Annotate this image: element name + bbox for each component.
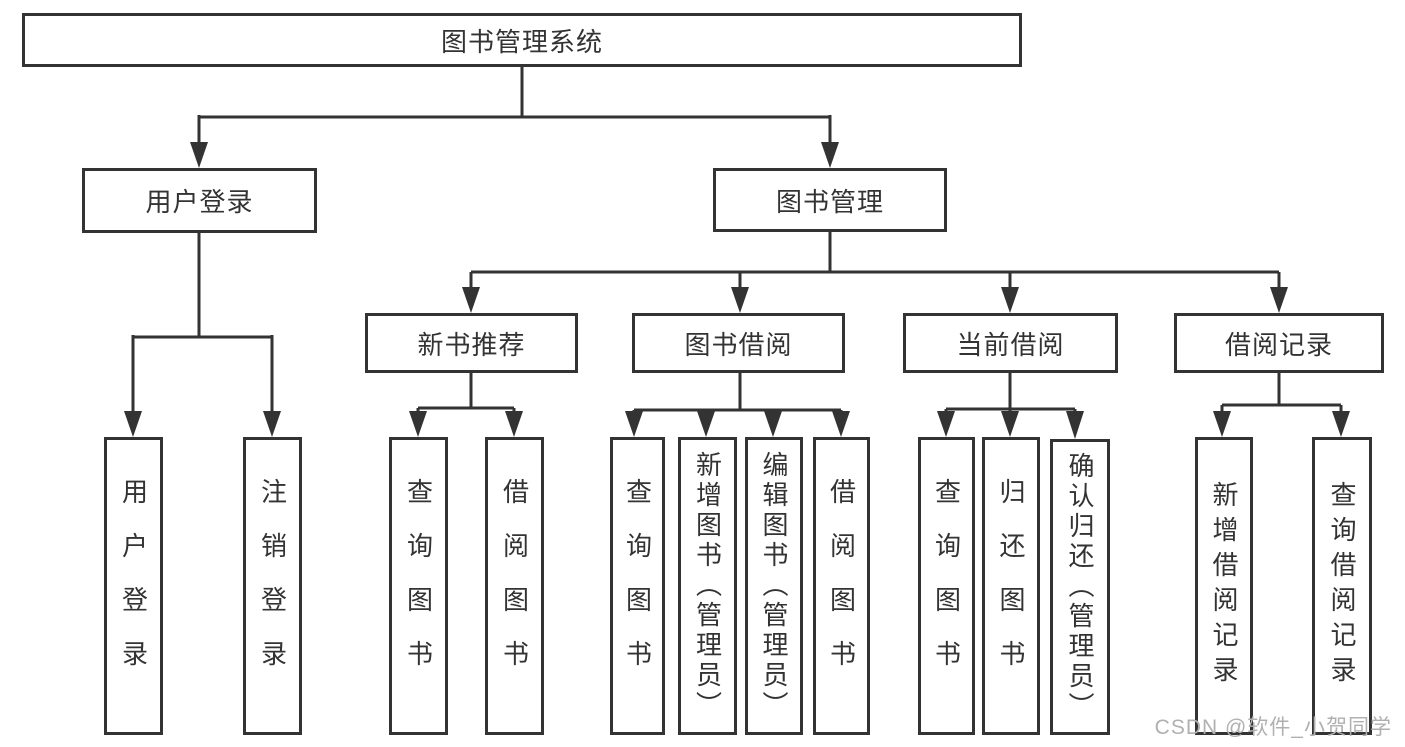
leaf-user-login: 用户登录 <box>104 437 163 735</box>
leaf-borrow-book-1: 借阅图书 <box>485 437 544 735</box>
node-book-management-label: 图书管理 <box>775 186 884 217</box>
node-book-management: 图书管理 <box>713 168 947 232</box>
leaf-query-book-2: 查询图书 <box>610 437 665 735</box>
leaf-logout: 注销登录 <box>243 437 302 735</box>
node-user-login-label: 用户登录 <box>145 187 254 217</box>
leaf-edit-book-admin-label: 编辑图书（管理员） <box>759 451 789 721</box>
node-user-login: 用户登录 <box>82 168 317 233</box>
leaf-borrow-book-1-label: 借阅图书 <box>499 478 530 694</box>
leaf-return-book: 归还图书 <box>982 437 1040 735</box>
leaf-confirm-return-admin: 确认归还（管理员） <box>1050 439 1110 735</box>
leaf-add-borrow-record-label: 新增借阅记录 <box>1209 481 1239 691</box>
leaf-query-book-3: 查询图书 <box>918 437 975 735</box>
node-new-book-recommend-label: 新书推荐 <box>417 329 526 360</box>
node-borrow-record: 借阅记录 <box>1174 313 1384 373</box>
node-book-borrow: 图书借阅 <box>632 313 845 373</box>
leaf-borrow-book-2-label: 借阅图书 <box>826 478 857 694</box>
node-current-borrow-label: 当前借阅 <box>956 329 1065 360</box>
leaf-logout-label: 注销登录 <box>257 478 288 694</box>
leaf-query-book-1-label: 查询图书 <box>403 478 434 694</box>
node-root: 图书管理系统 <box>22 13 1022 67</box>
leaf-query-book-1: 查询图书 <box>389 437 448 735</box>
leaf-add-book-admin-label: 新增图书（管理员） <box>692 451 723 721</box>
leaf-query-borrow-record-label: 查询借阅记录 <box>1327 481 1357 691</box>
leaf-borrow-book-2: 借阅图书 <box>813 437 870 735</box>
leaf-query-borrow-record: 查询借阅记录 <box>1312 437 1372 735</box>
node-current-borrow: 当前借阅 <box>903 313 1118 373</box>
watermark: CSDN @软件_小贺同学 <box>1154 716 1392 739</box>
leaf-query-book-2-label: 查询图书 <box>622 478 653 694</box>
leaf-query-book-3-label: 查询图书 <box>931 478 962 694</box>
leaf-add-book-admin: 新增图书（管理员） <box>678 437 737 735</box>
leaf-confirm-return-admin-label: 确认归还（管理员） <box>1065 452 1095 722</box>
leaf-return-book-label: 归还图书 <box>996 478 1026 694</box>
node-borrow-record-label: 借阅记录 <box>1224 329 1333 360</box>
leaf-edit-book-admin: 编辑图书（管理员） <box>745 437 803 735</box>
node-root-label: 图书管理系统 <box>440 26 603 57</box>
node-new-book-recommend: 新书推荐 <box>365 313 578 373</box>
node-book-borrow-label: 图书借阅 <box>684 329 793 360</box>
leaf-user-login-label: 用户登录 <box>118 478 149 694</box>
leaf-add-borrow-record: 新增借阅记录 <box>1195 437 1253 735</box>
